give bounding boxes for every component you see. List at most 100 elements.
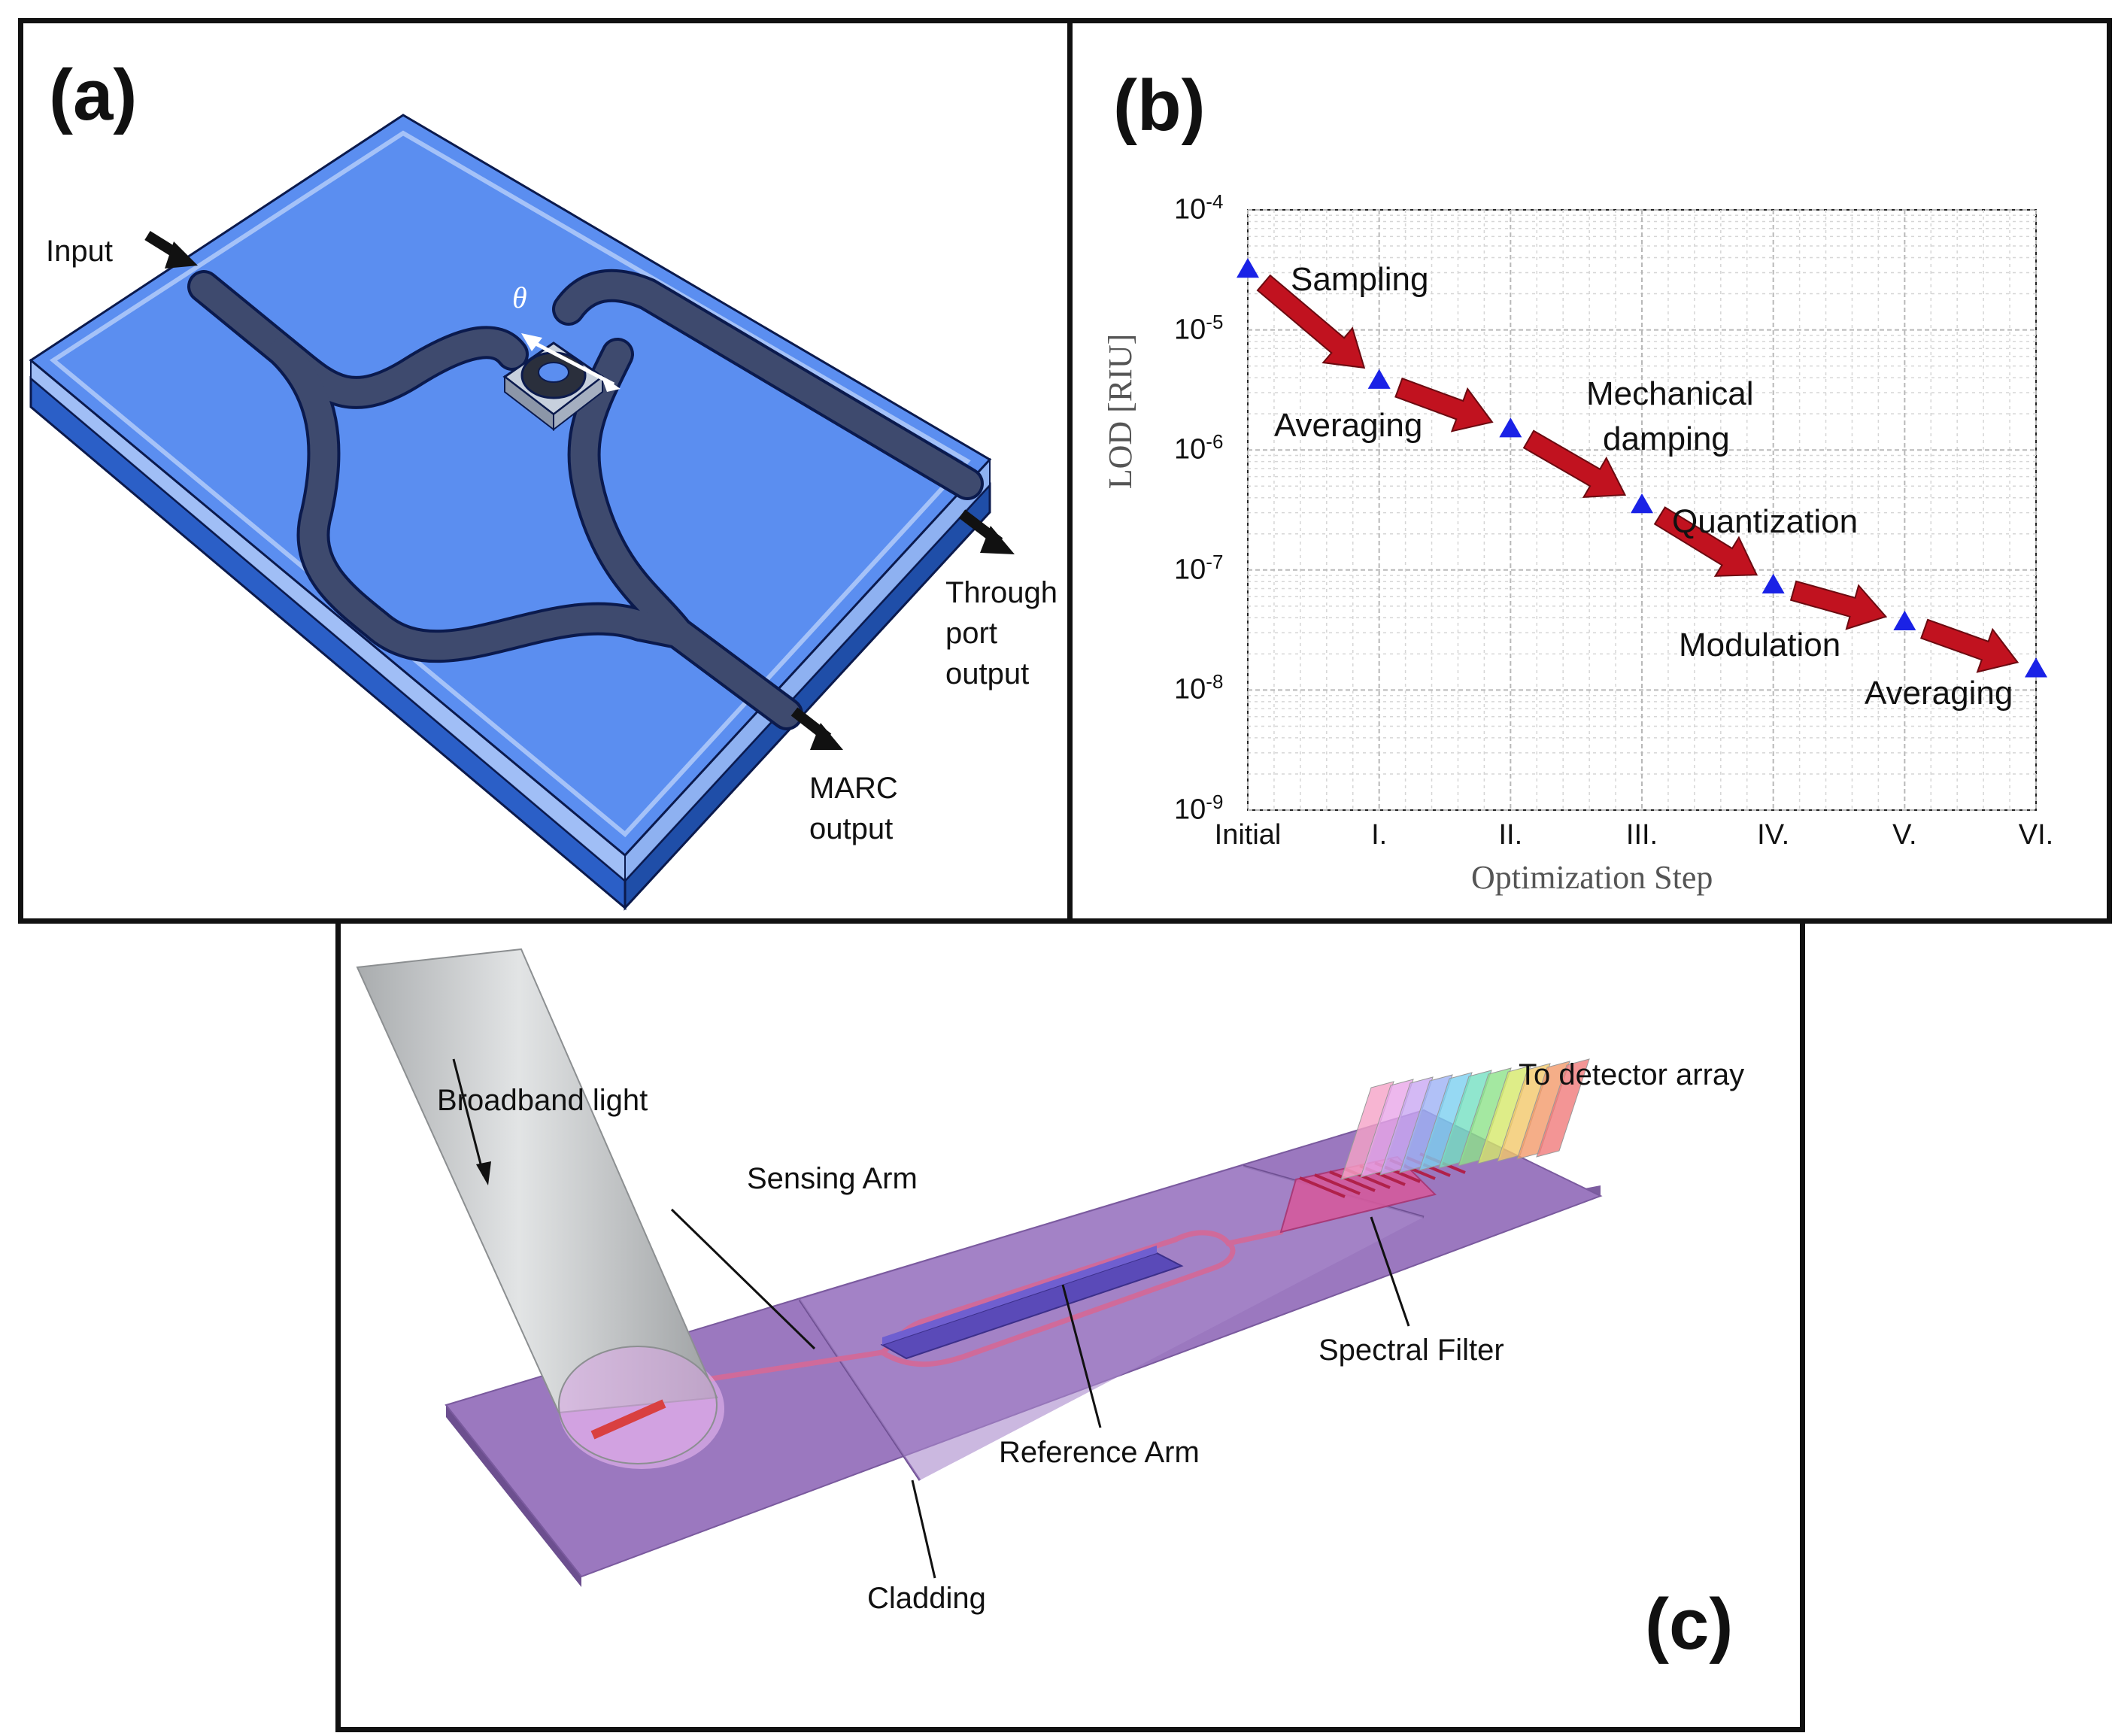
cladding-leader	[911, 1480, 936, 1579]
spectral-filter-leader	[1370, 1216, 1410, 1327]
panel-a-label: (a)	[49, 55, 138, 135]
sensing-arm-label: Sensing Arm	[747, 1162, 918, 1195]
through-waveguide	[555, 272, 981, 497]
detector-fiber	[1516, 1061, 1570, 1160]
y-tick-label: 10-4	[1174, 190, 1223, 226]
step-arrow	[1522, 429, 1627, 498]
step-arrow	[1920, 618, 2019, 673]
detector-fibers	[1340, 1058, 1590, 1180]
filter-output-line	[1299, 1176, 1346, 1198]
y-tick-exponent: -4	[1206, 190, 1224, 213]
detector-fiber	[1419, 1072, 1473, 1171]
y-tick-base: 10	[1174, 193, 1206, 226]
y-tick-exponent: -7	[1206, 550, 1224, 573]
data-point-marker	[2025, 657, 2047, 678]
step-arrows	[1256, 274, 2019, 673]
x-tick-label: I.	[1371, 819, 1388, 851]
y-tick-label: 10-5	[1174, 311, 1223, 347]
data-point-marker	[1367, 369, 1391, 389]
step-arrow	[1394, 377, 1494, 432]
rotating-coupler	[502, 341, 605, 432]
annotation-mechanical: Mechanical	[1586, 375, 1754, 412]
x-tick-label: II.	[1498, 819, 1523, 851]
annotation-averaging-2: Averaging	[1865, 675, 2013, 712]
detector-fiber	[1458, 1067, 1512, 1167]
y-tick-label: 10-6	[1174, 430, 1223, 466]
reference-arm-label: Reference Arm	[999, 1436, 1200, 1469]
detector-fiber	[1340, 1081, 1394, 1180]
x-tick-label: III.	[1625, 819, 1658, 851]
cladding-region	[800, 1166, 1424, 1480]
through-port-line-1: Through	[945, 576, 1058, 609]
detector-fiber	[1536, 1058, 1590, 1158]
leader-lines	[670, 1208, 1410, 1579]
through-port-line-3: output	[945, 657, 1030, 690]
fiber-body	[356, 948, 718, 1414]
annotation-sampling: Sampling	[1291, 261, 1429, 298]
cladding-rim	[49, 130, 971, 838]
panel-c-label: (c)	[1645, 1584, 1734, 1665]
detector-fiber	[1497, 1063, 1551, 1162]
waveguide-network	[187, 269, 984, 730]
step-arrow	[1789, 580, 1888, 630]
annotation-quantization: Quantization	[1672, 503, 1859, 540]
port-arrows	[144, 231, 1015, 750]
data-point-marker	[1237, 257, 1259, 278]
lod-chart	[1237, 209, 2047, 811]
y-tick-base: 10	[1174, 794, 1206, 826]
marc-output-label: MARC output	[809, 768, 898, 849]
x-axis-title: Optimization Step	[1471, 859, 1713, 896]
y-tick-label: 10-7	[1174, 551, 1223, 587]
x-tick-label: Initial	[1214, 819, 1282, 851]
panel-c: Broadband light To detector array Sensin…	[335, 918, 1805, 1732]
annotation-damping: damping	[1603, 420, 1730, 457]
reference-arm-waveguide	[879, 1240, 1236, 1367]
x-tick-label: IV.	[1757, 819, 1790, 851]
y-tick-base: 10	[1174, 433, 1206, 466]
light-direction-arrowhead	[476, 1161, 491, 1185]
through-port-line-2: port	[945, 617, 997, 650]
theta-symbol: θ	[512, 281, 527, 314]
step-arrow	[1256, 274, 1366, 369]
cladding-label: Cladding	[867, 1582, 986, 1615]
detector-fiber	[1438, 1070, 1492, 1169]
chip-front	[446, 1405, 581, 1587]
step-arrow	[1653, 506, 1758, 577]
annotation-modulation: Modulation	[1679, 627, 1841, 663]
spectrometer-chip-illustration	[356, 948, 1603, 1587]
y-tick-exponent: -5	[1206, 310, 1224, 333]
sensing-pad-top	[882, 1246, 1157, 1345]
data-point-marker	[1631, 493, 1653, 514]
y-axis-title: LOD [RIU]	[1102, 333, 1139, 490]
sensing-arm-leader	[670, 1208, 816, 1350]
input-coupler	[590, 1399, 666, 1440]
y-tick-exponent: -6	[1206, 430, 1224, 454]
filter-output-line	[1314, 1173, 1361, 1195]
y-tick-base: 10	[1174, 674, 1206, 706]
light-direction-arrow	[452, 1058, 485, 1176]
input-label: Input	[46, 235, 113, 268]
annotation-averaging-1: Averaging	[1274, 407, 1423, 444]
marc-output-line-2: output	[809, 812, 894, 845]
detector-fiber	[1379, 1076, 1434, 1176]
data-markers	[1237, 257, 2047, 678]
major-grid	[1247, 209, 2037, 811]
to-detector-array-label: To detector array	[1519, 1058, 1745, 1091]
data-point-marker	[1893, 610, 1916, 630]
waveguides	[586, 1229, 1284, 1401]
upper-arm-to-mmi	[269, 338, 654, 660]
through-port-label: Through port output	[945, 572, 1058, 694]
data-point-marker	[1499, 417, 1522, 438]
panel-b-label: (b)	[1113, 65, 1206, 146]
filter-output-line	[1329, 1170, 1376, 1192]
sensing-arm-waveguide	[917, 1237, 1179, 1325]
reference-arm-leader	[1061, 1284, 1102, 1428]
spectral-filter-label: Spectral Filter	[1318, 1334, 1504, 1367]
broadband-light-label: Broadband light	[437, 1084, 648, 1117]
y-tick-exponent: -9	[1206, 791, 1224, 813]
detector-fiber	[1399, 1074, 1453, 1173]
output-waveguide	[627, 612, 800, 727]
y-tick-label: 10-8	[1174, 670, 1223, 706]
x-tick-label: VI.	[2018, 819, 2054, 851]
